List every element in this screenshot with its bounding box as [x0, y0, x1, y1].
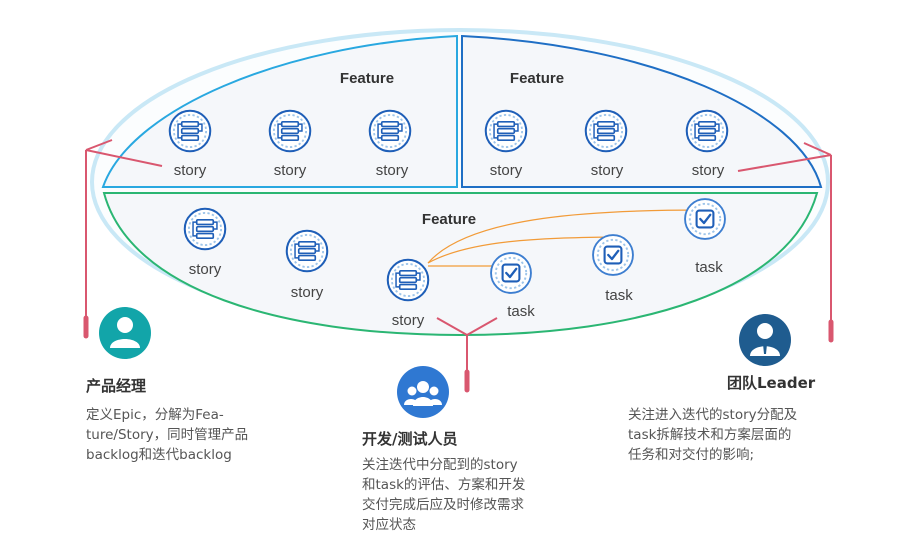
story-label: story — [692, 162, 725, 179]
role-desc-team-leader: 关注进入迭代的story分配及 task拆解技术和方案层面的 任务和对交付的影响… — [628, 407, 798, 463]
role-title-dev-test: 开发/测试人员 — [362, 430, 458, 448]
feature-region-bottom — [102, 192, 819, 337]
story-icon — [484, 109, 528, 153]
story-label: story — [490, 162, 523, 179]
story-icon — [386, 258, 430, 302]
story-label: story — [591, 162, 624, 179]
story-icon — [368, 109, 412, 153]
connector-product-manager — [85, 139, 163, 335]
avatar-product-manager — [99, 307, 151, 359]
story-icon — [168, 109, 212, 153]
connector-team-leader — [737, 142, 832, 340]
task-label: task — [507, 303, 535, 320]
story-label: story — [274, 162, 307, 179]
story-icon — [685, 109, 729, 153]
feature-label-right: Feature — [510, 70, 564, 87]
role-title-team-leader: 团队Leader — [727, 374, 816, 392]
task-label: task — [605, 287, 633, 304]
role-desc-product-manager: 定义Epic，分解为Fea- ture/Story，同时管理产品 backlog… — [86, 407, 249, 463]
feature-region-right — [461, 34, 823, 188]
story-icon — [285, 229, 329, 273]
avatar-team-leader — [739, 314, 791, 366]
task-icon — [684, 198, 726, 240]
story-label: story — [291, 284, 324, 301]
story-icon — [268, 109, 312, 153]
story-icon — [183, 207, 227, 251]
role-desc-dev-test: 关注迭代中分配到的story 和task的评估、方案和开发 交付完成后应及时修改… — [362, 457, 526, 533]
feature-label-left: Feature — [340, 70, 394, 87]
story-label: story — [174, 162, 207, 179]
task-icon — [490, 252, 532, 294]
task-icon — [592, 234, 634, 276]
story-label: story — [392, 312, 425, 329]
feature-label-bottom: Feature — [422, 211, 476, 228]
story-label: story — [189, 261, 222, 278]
task-link-1 — [427, 209, 704, 264]
avatar-dev-test — [397, 366, 449, 418]
story-icon — [584, 109, 628, 153]
task-label: task — [695, 259, 723, 276]
story-label: story — [376, 162, 409, 179]
role-title-product-manager: 产品经理 — [86, 377, 147, 395]
task-link-2 — [427, 236, 613, 264]
